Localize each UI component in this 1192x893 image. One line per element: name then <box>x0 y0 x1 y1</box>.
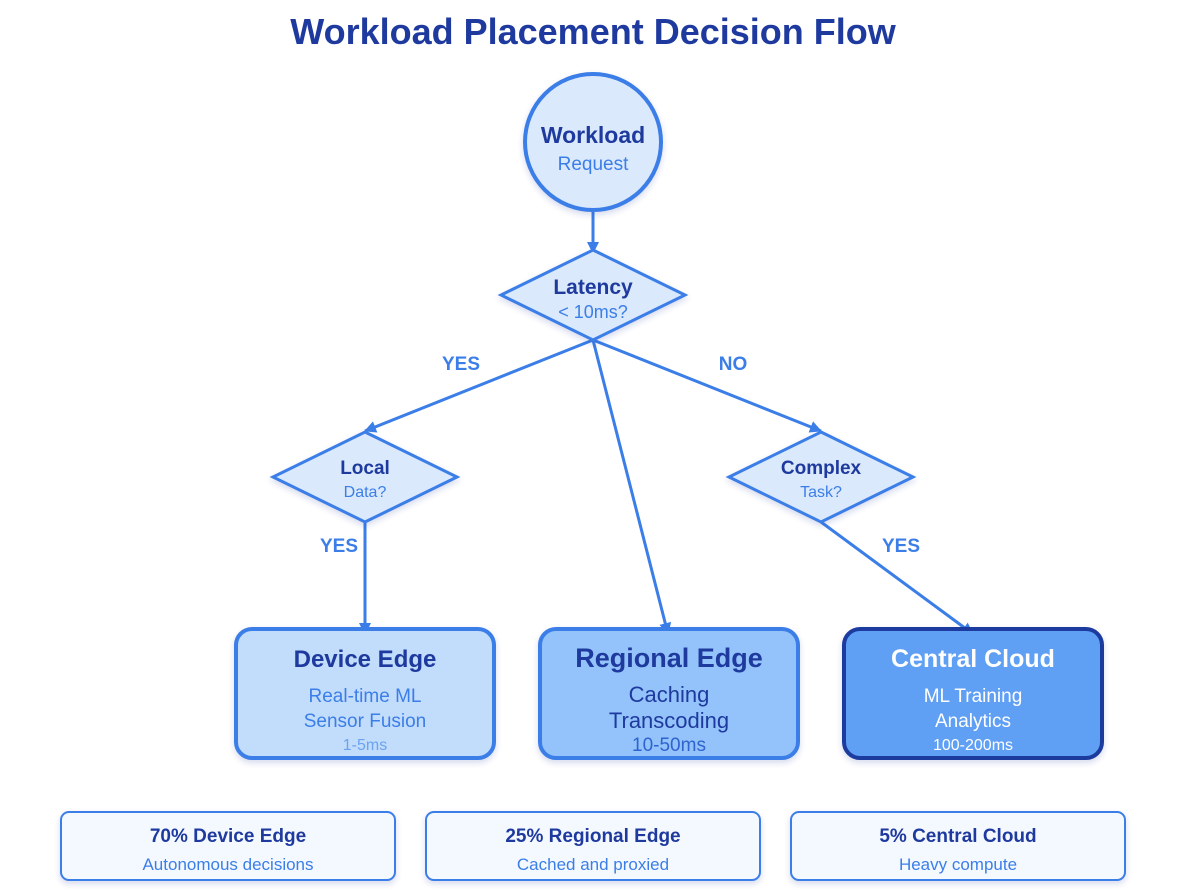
decision-complex-title: Complex <box>781 458 862 479</box>
summary-device-box <box>60 811 396 881</box>
page-title: Workload Placement Decision Flow <box>290 11 896 52</box>
edges <box>359 212 974 636</box>
decision-complex-subtitle: Task? <box>800 484 842 501</box>
edge-latency-to-local <box>364 338 594 433</box>
target-device-edge-box <box>234 627 496 760</box>
decision-latency-title: Latency <box>553 276 633 299</box>
target-regional-edge-line1: Caching <box>629 682 710 707</box>
target-device-edge: Device Edge Real-time ML Sensor Fusion 1… <box>234 627 496 760</box>
summary-regional-title: 25% Regional Edge <box>505 826 680 847</box>
decision-complex: Complex Task? <box>725 430 917 524</box>
start-node-circle <box>523 72 663 212</box>
start-node-title: Workload <box>541 122 645 148</box>
decision-complex-diamond <box>725 430 917 524</box>
summary-cloud-subtitle: Heavy compute <box>899 855 1017 874</box>
edge-label-latency-yes: YES <box>442 354 480 375</box>
target-device-edge-line1: Real-time ML <box>309 686 422 707</box>
edge-label-local-yes: YES <box>320 536 358 557</box>
decision-local-diamond <box>269 430 461 524</box>
summary-device-title: 70% Device Edge <box>150 826 306 847</box>
summary-regional-subtitle: Cached and proxied <box>517 855 669 874</box>
edge-label-complex-yes: YES <box>882 536 920 557</box>
target-central-cloud: Central Cloud ML Training Analytics 100-… <box>842 627 1104 760</box>
target-device-edge-line2: Sensor Fusion <box>304 711 427 732</box>
target-regional-edge-line2: Transcoding <box>609 708 729 733</box>
summary-cloud: 5% Central Cloud Heavy compute <box>790 811 1126 881</box>
decision-latency-subtitle: < 10ms? <box>558 302 628 322</box>
summary-device-subtitle: Autonomous decisions <box>142 855 313 874</box>
summary-regional-box <box>425 811 761 881</box>
decision-local-title: Local <box>340 458 390 479</box>
decision-local: Local Data? <box>269 430 461 524</box>
edge-complex-to-cloud <box>820 520 974 636</box>
target-regional-edge: Regional Edge Caching Transcoding 10-50m… <box>538 627 800 760</box>
target-central-cloud-title: Central Cloud <box>891 645 1055 673</box>
target-central-cloud-latency: 100-200ms <box>933 737 1013 754</box>
summary-cloud-box <box>790 811 1126 881</box>
summary-regional: 25% Regional Edge Cached and proxied <box>425 811 761 881</box>
edge-label-latency-no: NO <box>719 354 748 375</box>
target-regional-edge-box <box>538 627 800 760</box>
target-device-edge-title: Device Edge <box>294 646 437 673</box>
target-regional-edge-latency: 10-50ms <box>632 735 706 756</box>
target-device-edge-latency: 1-5ms <box>343 737 387 754</box>
start-node: Workload Request <box>523 72 663 212</box>
edge-latency-to-regional <box>591 339 672 635</box>
decision-latency: Latency < 10ms? <box>497 248 689 342</box>
edge-latency-to-complex <box>592 338 822 433</box>
start-node-subtitle: Request <box>558 154 629 175</box>
target-central-cloud-line2: Analytics <box>935 711 1011 732</box>
decision-latency-diamond <box>497 248 689 342</box>
target-central-cloud-line1: ML Training <box>924 686 1023 707</box>
target-regional-edge-title: Regional Edge <box>575 643 763 673</box>
summary-device: 70% Device Edge Autonomous decisions <box>60 811 396 881</box>
summary-cloud-title: 5% Central Cloud <box>879 826 1036 847</box>
target-central-cloud-box <box>842 627 1104 760</box>
decision-local-subtitle: Data? <box>344 484 387 501</box>
